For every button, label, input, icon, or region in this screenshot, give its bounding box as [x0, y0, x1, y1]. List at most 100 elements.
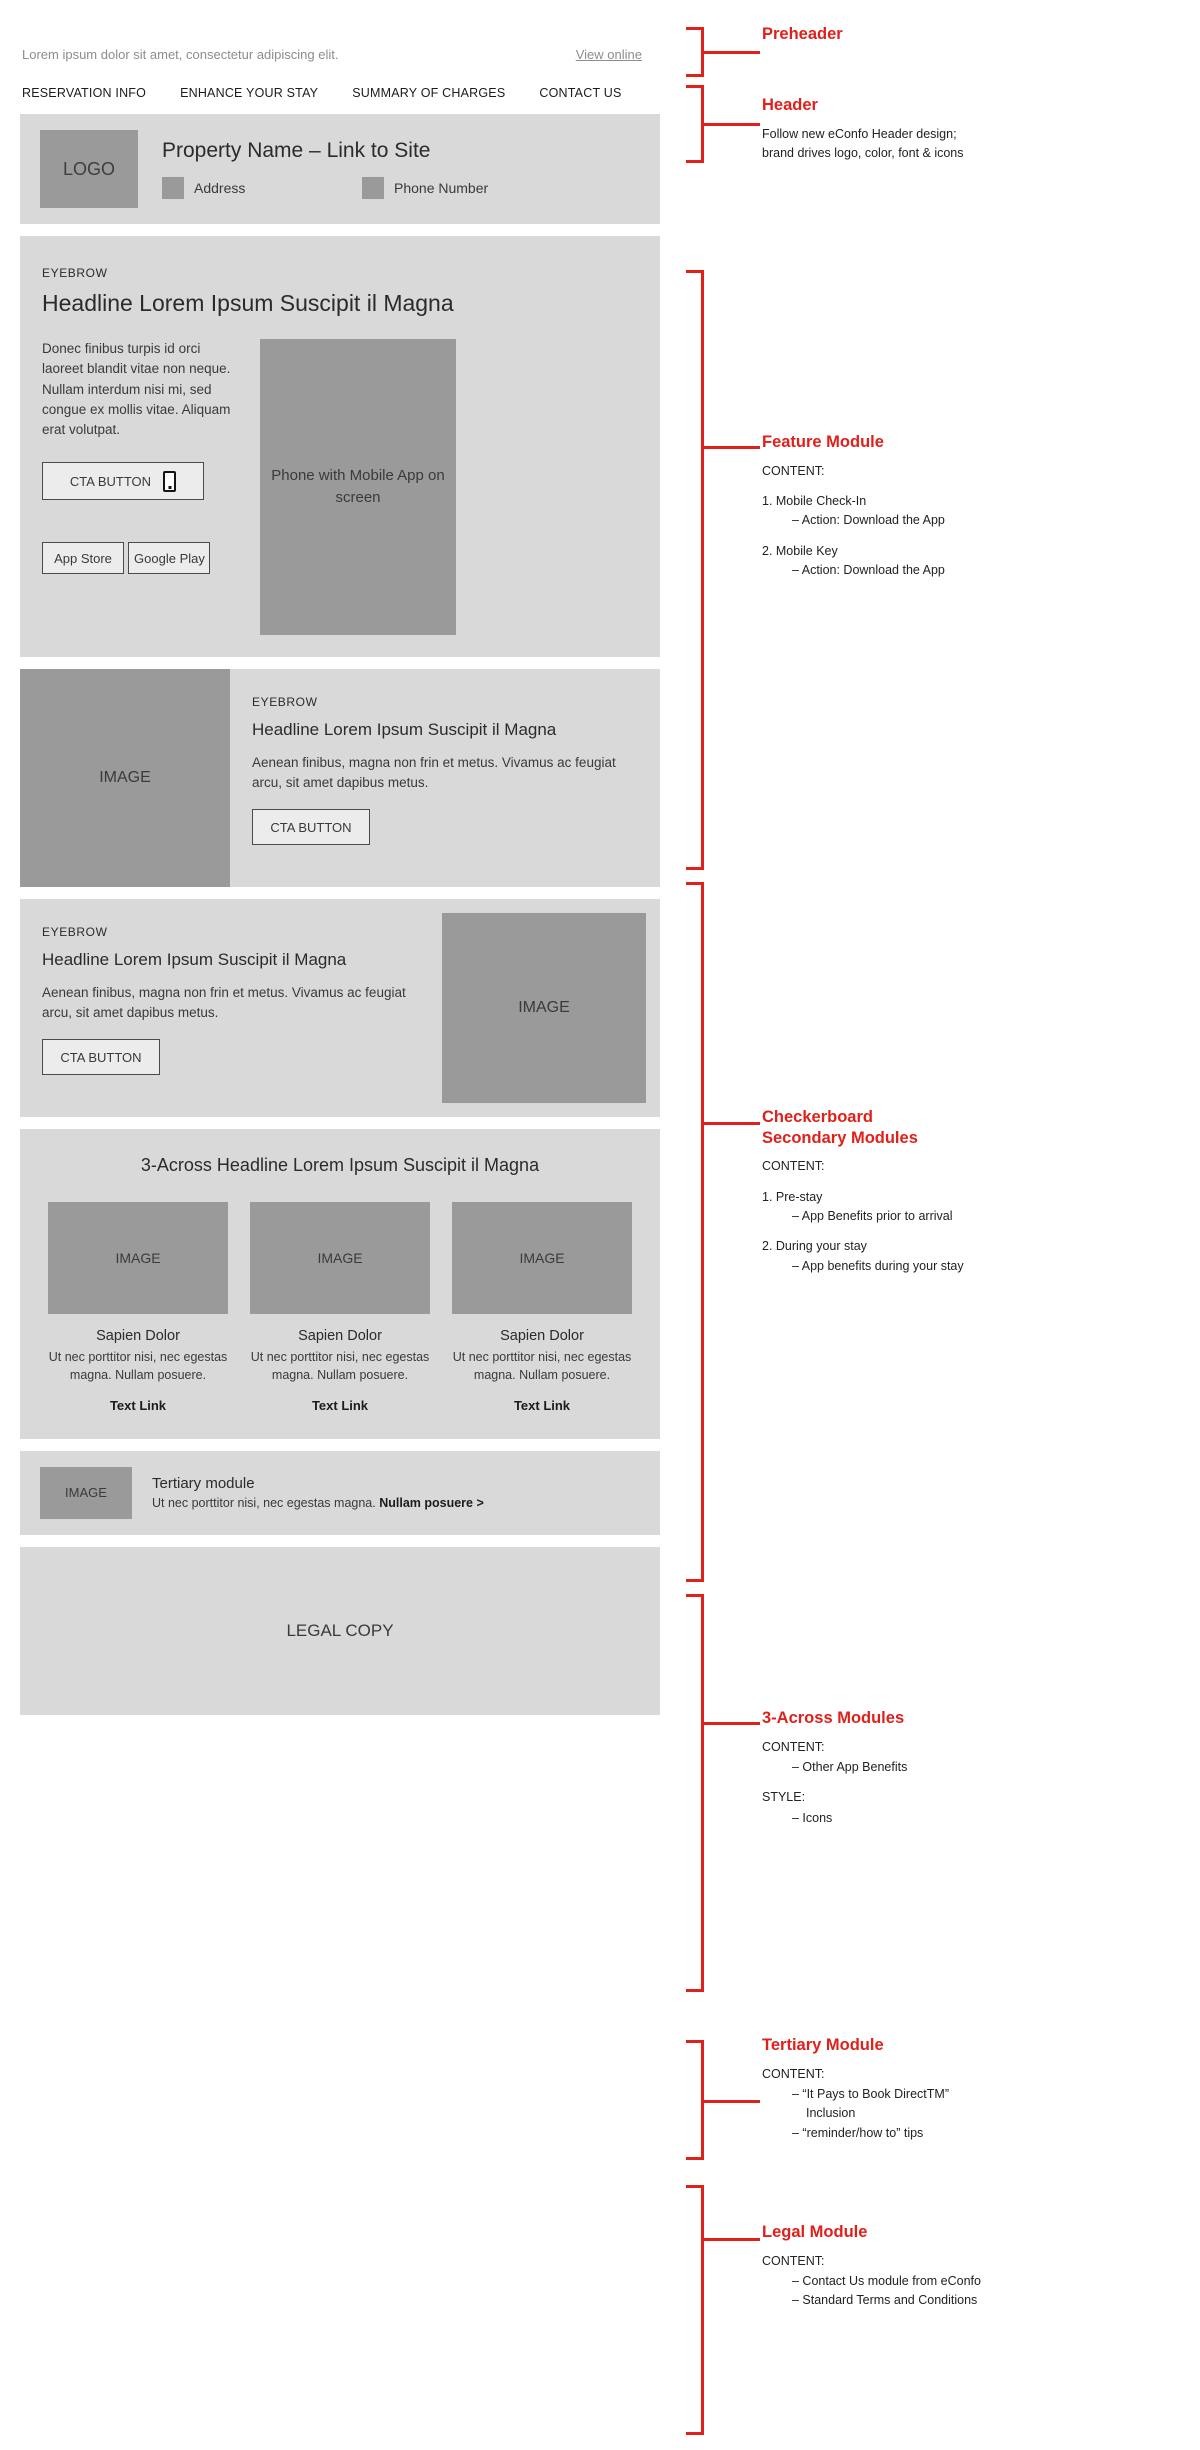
- three-across-title-2: Sapien Dolor: [298, 1328, 382, 1344]
- annotation-tertiary-title: Tertiary Module: [762, 2036, 884, 2054]
- feature-eyebrow: EYEBROW: [42, 266, 108, 280]
- annotation-checkerboard-title-line-1: Checkerboard: [762, 1108, 873, 1126]
- annotation-checkerboard-item-2-num: 2. During your stay: [762, 1239, 867, 1254]
- header-address[interactable]: Address: [162, 177, 362, 199]
- view-online-link[interactable]: View online: [575, 46, 642, 62]
- annotation-header-title: Header: [762, 96, 818, 114]
- bracket-header: [686, 85, 704, 163]
- annotation-checkerboard-item-1-num: 1. Pre-stay: [762, 1189, 823, 1204]
- checkerboard-1-body: Aenean finibus, magna non frin et metus.…: [252, 754, 616, 790]
- bracket-preheader: [686, 27, 704, 77]
- annotation-checkerboard-content-label: CONTENT:: [762, 1159, 825, 1174]
- annotation-feature-item-2-sub: – Action: Download the App: [792, 563, 945, 578]
- three-across-link-1[interactable]: Text Link: [109, 1397, 167, 1413]
- header-phone[interactable]: Phone Number: [362, 177, 488, 199]
- phone-mockup-placeholder: Phone with Mobile App on screen: [260, 339, 456, 635]
- annotation-legal-sub-2: – Standard Terms and Conditions: [792, 2293, 978, 2308]
- annotation-legal-content-label: CONTENT:: [762, 2253, 825, 2268]
- bracket-legal: [686, 2185, 704, 2435]
- annotation-three-across-content-label: CONTENT:: [762, 1739, 825, 1754]
- bracket-three-across: [686, 1594, 704, 1992]
- feature-headline: Headline Lorem Ipsum Suscipit il Magna: [42, 290, 454, 316]
- annotation-feature-body: CONTENT: 1. Mobile Check-In – Action: Do…: [762, 462, 1182, 581]
- three-across-column-2: IMAGE Sapien Dolor Ut nec porttitor nisi…: [250, 1202, 430, 1413]
- tertiary-title: Tertiary module: [152, 1475, 255, 1492]
- annotation-header-line-2: brand drives logo, color, font & icons: [762, 146, 964, 160]
- tertiary-text: Tertiary module Ut nec porttitor nisi, n…: [152, 1475, 484, 1510]
- annotation-feature-item-1: 1. Mobile Check-In – Action: Download th…: [762, 492, 1182, 531]
- logo-placeholder[interactable]: LOGO: [40, 130, 138, 208]
- property-name-link[interactable]: Property Name – Link to Site: [162, 139, 431, 162]
- annotation-checkerboard-title-line-2: Secondary Modules: [762, 1128, 918, 1147]
- nav-item-contact-us[interactable]: CONTACT US: [539, 86, 622, 100]
- three-across-link-2[interactable]: Text Link: [311, 1397, 369, 1413]
- three-across-column-1: IMAGE Sapien Dolor Ut nec porttitor nisi…: [48, 1202, 228, 1413]
- annotation-feature-content-label: CONTENT:: [762, 463, 825, 478]
- preheader-module: Lorem ipsum dolor sit amet, consectetur …: [20, 28, 660, 80]
- checkerboard-1-eyebrow: EYEBROW: [252, 695, 318, 709]
- three-across-module: 3-Across Headline Lorem Ipsum Suscipit i…: [20, 1129, 660, 1439]
- leader-legal: [702, 2238, 760, 2241]
- three-across-image-2: IMAGE: [250, 1202, 430, 1314]
- phone-icon: [362, 177, 384, 199]
- three-across-title-3: Sapien Dolor: [500, 1328, 584, 1344]
- address-label: Address: [194, 180, 246, 196]
- nav-item-reservation-info[interactable]: RESERVATION INFO: [22, 86, 147, 100]
- annotation-feature-item-1-sub: – Action: Download the App: [792, 513, 945, 528]
- header-text-group: Property Name – Link to Site Address Pho…: [162, 139, 640, 199]
- three-across-body-3: Ut nec porttitor nisi, nec egestas magna…: [452, 1350, 632, 1382]
- annotation-tertiary: Tertiary Module CONTENT: – “It Pays to B…: [762, 2035, 1182, 2143]
- checkerboard-module-2: IMAGE EYEBROW Headline Lorem Ipsum Susci…: [20, 899, 660, 1117]
- feature-module: EYEBROW Headline Lorem Ipsum Suscipit il…: [20, 236, 660, 657]
- annotation-tertiary-sub-2: – “reminder/how to” tips: [792, 2125, 924, 2140]
- annotation-three-across-title: 3-Across Modules: [762, 1709, 905, 1727]
- nav-item-enhance-your-stay[interactable]: ENHANCE YOUR STAY: [180, 86, 319, 100]
- legal-module: LEGAL COPY: [20, 1546, 660, 1715]
- annotation-checkerboard: Checkerboard Secondary Modules CONTENT: …: [762, 1107, 1182, 1276]
- bracket-tertiary: [686, 2040, 704, 2160]
- tertiary-body: Ut nec porttitor nisi, nec egestas magna…: [152, 1496, 376, 1510]
- checkerboard-1-headline: Headline Lorem Ipsum Suscipit il Magna: [252, 720, 557, 739]
- checkerboard-2-cta-button[interactable]: CTA BUTTON: [42, 1039, 160, 1076]
- nav-item-summary-of-charges[interactable]: SUMMARY OF CHARGES: [352, 86, 506, 100]
- leader-three-across: [702, 1722, 760, 1725]
- primary-nav: RESERVATION INFO ENHANCE YOUR STAY SUMMA…: [20, 80, 660, 114]
- annotation-feature-title: Feature Module: [762, 433, 884, 451]
- three-across-body-1: Ut nec porttitor nisi, nec egestas magna…: [48, 1350, 228, 1382]
- annotation-checkerboard-title: Checkerboard Secondary Modules: [762, 1107, 1182, 1148]
- feature-cta-button[interactable]: CTA BUTTON: [42, 462, 204, 501]
- tertiary-link[interactable]: Nullam posuere >: [379, 1496, 484, 1510]
- feature-body-copy: Donec finibus turpis id orci laoreet bla…: [42, 341, 231, 437]
- three-across-columns: IMAGE Sapien Dolor Ut nec porttitor nisi…: [42, 1202, 638, 1413]
- checkerboard-1-text: EYEBROW Headline Lorem Ipsum Suscipit il…: [230, 669, 660, 887]
- app-store-button[interactable]: App Store: [42, 542, 124, 575]
- three-across-link-3[interactable]: Text Link: [513, 1397, 571, 1413]
- annotation-header-body: Follow new eConfo Header design; brand d…: [762, 125, 1182, 164]
- tertiary-module: IMAGE Tertiary module Ut nec porttitor n…: [20, 1450, 660, 1535]
- three-across-title-1: Sapien Dolor: [96, 1328, 180, 1344]
- checkerboard-2-eyebrow: EYEBROW: [42, 925, 108, 939]
- tertiary-image: IMAGE: [40, 1466, 132, 1519]
- checkerboard-2-body: Aenean finibus, magna non frin et metus.…: [42, 984, 406, 1020]
- checkerboard-1-cta-button[interactable]: CTA BUTTON: [252, 809, 370, 846]
- annotation-three-across-style-label: STYLE:: [762, 1790, 806, 1805]
- annotation-tertiary-sub-1b: Inclusion: [806, 2106, 856, 2121]
- annotation-legal-body: CONTENT: – Contact Us module from eConfo…: [762, 2252, 1182, 2311]
- annotation-legal-sub-1: – Contact Us module from eConfo: [792, 2274, 981, 2288]
- checkerboard-2-headline: Headline Lorem Ipsum Suscipit il Magna: [42, 950, 347, 969]
- annotation-tertiary-content-label: CONTENT:: [762, 2066, 825, 2081]
- checkerboard-module-1: IMAGE EYEBROW Headline Lorem Ipsum Susci…: [20, 669, 660, 887]
- google-play-button[interactable]: Google Play: [128, 542, 211, 575]
- bracket-feature: [686, 270, 704, 870]
- tertiary-body-row: Ut nec porttitor nisi, nec egestas magna…: [152, 1496, 484, 1510]
- annotation-three-across: 3-Across Modules CONTENT: – Other App Be…: [762, 1708, 1182, 1828]
- feature-columns: Donec finibus turpis id orci laoreet bla…: [42, 339, 638, 635]
- leader-checkerboard: [702, 1122, 760, 1125]
- annotation-three-across-style-sub: – Icons: [792, 1810, 833, 1825]
- checkerboard-2-image: IMAGE: [442, 913, 646, 1103]
- annotation-header-line-1: Follow new eConfo Header design;: [762, 126, 957, 141]
- annotation-three-across-body: CONTENT: – Other App Benefits STYLE: – I…: [762, 1738, 1182, 1829]
- feature-left-column: Donec finibus turpis id orci laoreet bla…: [42, 339, 242, 635]
- location-pin-icon: [162, 177, 184, 199]
